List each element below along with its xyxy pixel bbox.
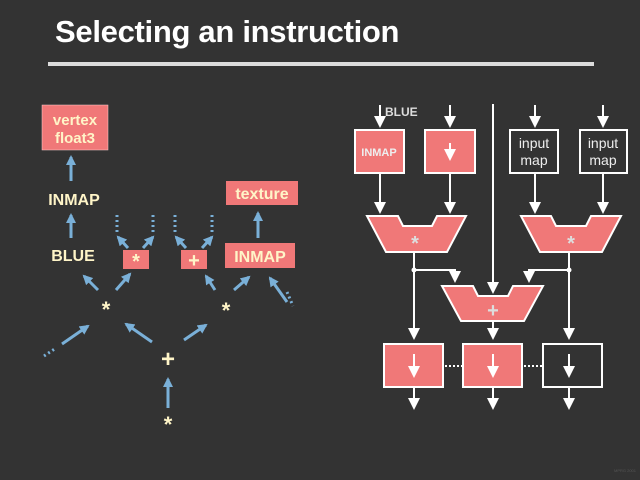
inmap-top-node: INMAP xyxy=(48,192,100,209)
watermark: MPRG 2001 xyxy=(614,468,637,473)
arrow-mul-left-to-add xyxy=(414,269,461,283)
inmap-right-node xyxy=(225,243,295,268)
mul-unit-left xyxy=(365,215,468,253)
input-map-unit-1 xyxy=(509,129,559,174)
vertex-label: vertex xyxy=(53,112,98,129)
input-map-1-line1: input xyxy=(519,135,549,151)
arrow-dots-to-inmap xyxy=(268,276,289,303)
add-center-node: + xyxy=(161,346,175,373)
title-underline xyxy=(48,62,594,66)
arrow-add-to-mul-right xyxy=(183,323,208,342)
arrow-mul-right-to-add xyxy=(523,269,569,283)
inmap-right-label: INMAP xyxy=(234,249,286,266)
blue-input-label: BLUE xyxy=(385,105,418,119)
arrow-mul-to-inmap xyxy=(233,275,251,292)
mul-left-node: * xyxy=(102,297,111,322)
float3-label: float3 xyxy=(55,130,95,147)
dots-mul-left-in xyxy=(43,346,57,358)
arrow-mul-to-blue xyxy=(82,274,100,292)
inmap-unit xyxy=(354,129,405,174)
add-box-node xyxy=(181,250,207,269)
arrow-add-up-left xyxy=(174,235,188,250)
input-map-2-line1: input xyxy=(588,135,618,151)
add-unit-label: + xyxy=(487,300,499,322)
arrow-mul-to-mulbox xyxy=(114,272,132,291)
input-map-2-line2: map xyxy=(589,152,616,168)
mul-bottom-node: * xyxy=(164,412,173,437)
slide-title: Selecting an instruction xyxy=(55,14,400,49)
left-expression-tree: vertex float3 INMAP BLUE * + texture INM… xyxy=(41,104,298,437)
add-unit xyxy=(440,285,545,322)
arrow-mul-up-left xyxy=(116,235,130,250)
mul-box-node xyxy=(123,250,149,269)
arrow-add-to-mul-left xyxy=(124,322,153,344)
vertex-float3-node xyxy=(41,104,109,151)
add-box-label: + xyxy=(188,250,200,272)
texture-label: texture xyxy=(235,186,288,203)
blue-node: BLUE xyxy=(51,248,95,265)
arrow-add-up-right xyxy=(200,235,214,250)
right-hardware-datapath: BLUE INMAP input map input map * * xyxy=(354,104,628,410)
output-register-1 xyxy=(383,343,444,388)
arrow-mul-to-addbox xyxy=(204,274,217,291)
arrow-mul-up-right xyxy=(141,235,155,250)
passthrough-unit xyxy=(424,129,476,174)
input-map-1-line2: map xyxy=(520,152,547,168)
inmap-unit-label: INMAP xyxy=(361,147,396,159)
input-map-unit-2 xyxy=(579,129,628,174)
junction-left xyxy=(411,267,417,273)
mul-box-label: * xyxy=(132,251,140,273)
mul-right-node: * xyxy=(222,298,231,323)
mul-unit-right-label: * xyxy=(567,233,575,255)
junction-right xyxy=(566,267,572,273)
arrow-dots-to-mul-left xyxy=(61,324,90,346)
texture-node xyxy=(226,181,298,205)
output-register-3 xyxy=(542,343,603,388)
mul-unit-left-label: * xyxy=(411,233,419,255)
mul-unit-right xyxy=(519,215,623,253)
dots-inmap-in xyxy=(285,291,295,307)
